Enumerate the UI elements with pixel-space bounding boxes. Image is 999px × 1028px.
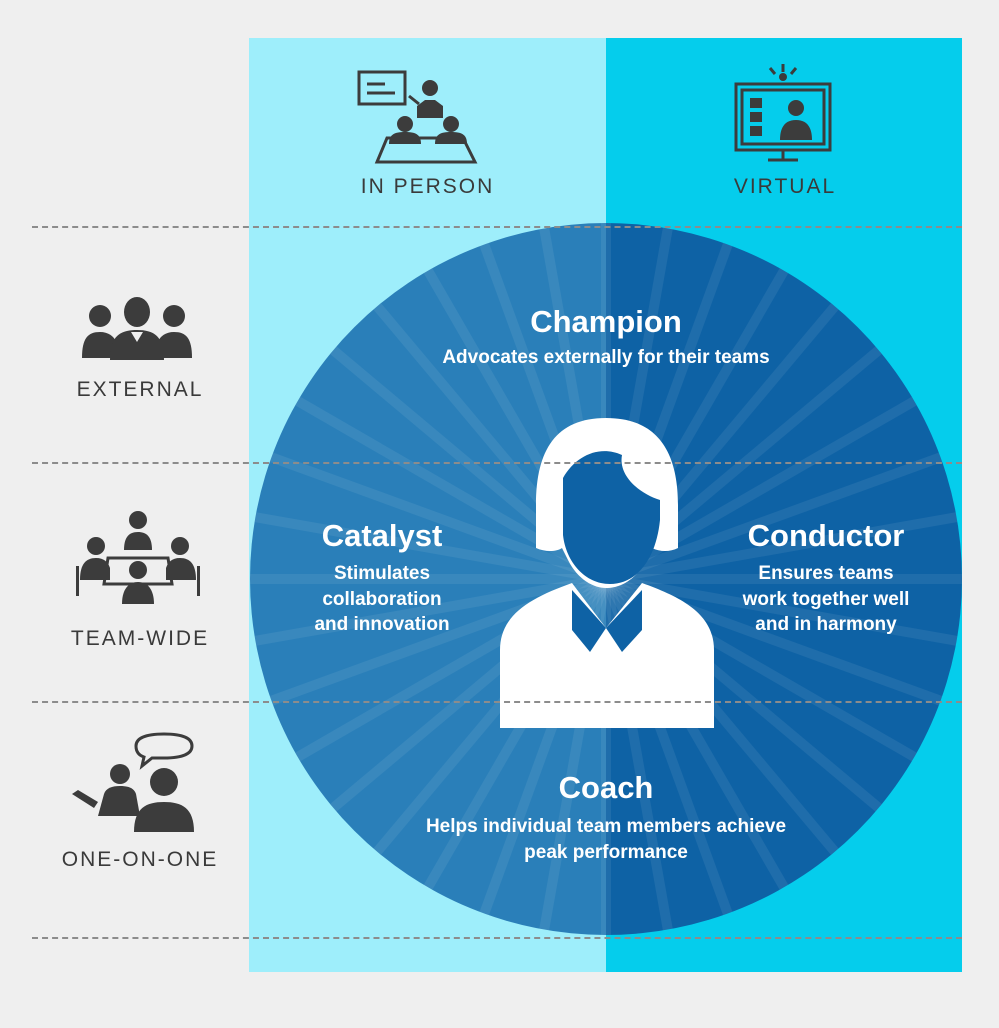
role-desc-champion: Advocates externally for their teams: [442, 347, 770, 368]
sunburst-ray: [250, 508, 607, 584]
row-divider: [32, 462, 962, 464]
role-title-coach: Coach: [558, 770, 654, 805]
role-desc-catalyst: Stimulates collaboration and innovation: [314, 563, 450, 635]
row-divider: [32, 701, 962, 703]
sunburst-ray: [604, 444, 962, 584]
row-label-one-on-one: ONE-ON-ONE: [61, 848, 219, 871]
row-label-team-wide: TEAM-WIDE: [70, 627, 210, 650]
column-label-virtual: VIRTUAL: [733, 175, 837, 198]
presentation-icon: [357, 70, 478, 164]
meeting-table-icon: [76, 511, 200, 604]
conversation-icon: [72, 732, 194, 832]
row-divider: [32, 226, 962, 228]
sunburst-ray: [605, 574, 962, 650]
role-desc-conductor: Ensures teams work together well and in …: [742, 563, 910, 635]
column-label-in-person: IN PERSON: [360, 175, 495, 198]
sunburst-ray: [605, 508, 962, 584]
role-desc-coach: Helps individual team members achieve pe…: [425, 816, 787, 863]
sunburst-ray: [250, 574, 607, 650]
sunburst-ray: [250, 444, 608, 584]
role-title-champion: Champion: [530, 304, 682, 339]
row-divider: [32, 937, 962, 939]
role-title-conductor: Conductor: [747, 518, 905, 553]
video-conference-icon: [734, 64, 832, 162]
group-icon: [82, 297, 192, 360]
role-title-catalyst: Catalyst: [321, 518, 443, 553]
row-label-external: EXTERNAL: [76, 378, 204, 401]
